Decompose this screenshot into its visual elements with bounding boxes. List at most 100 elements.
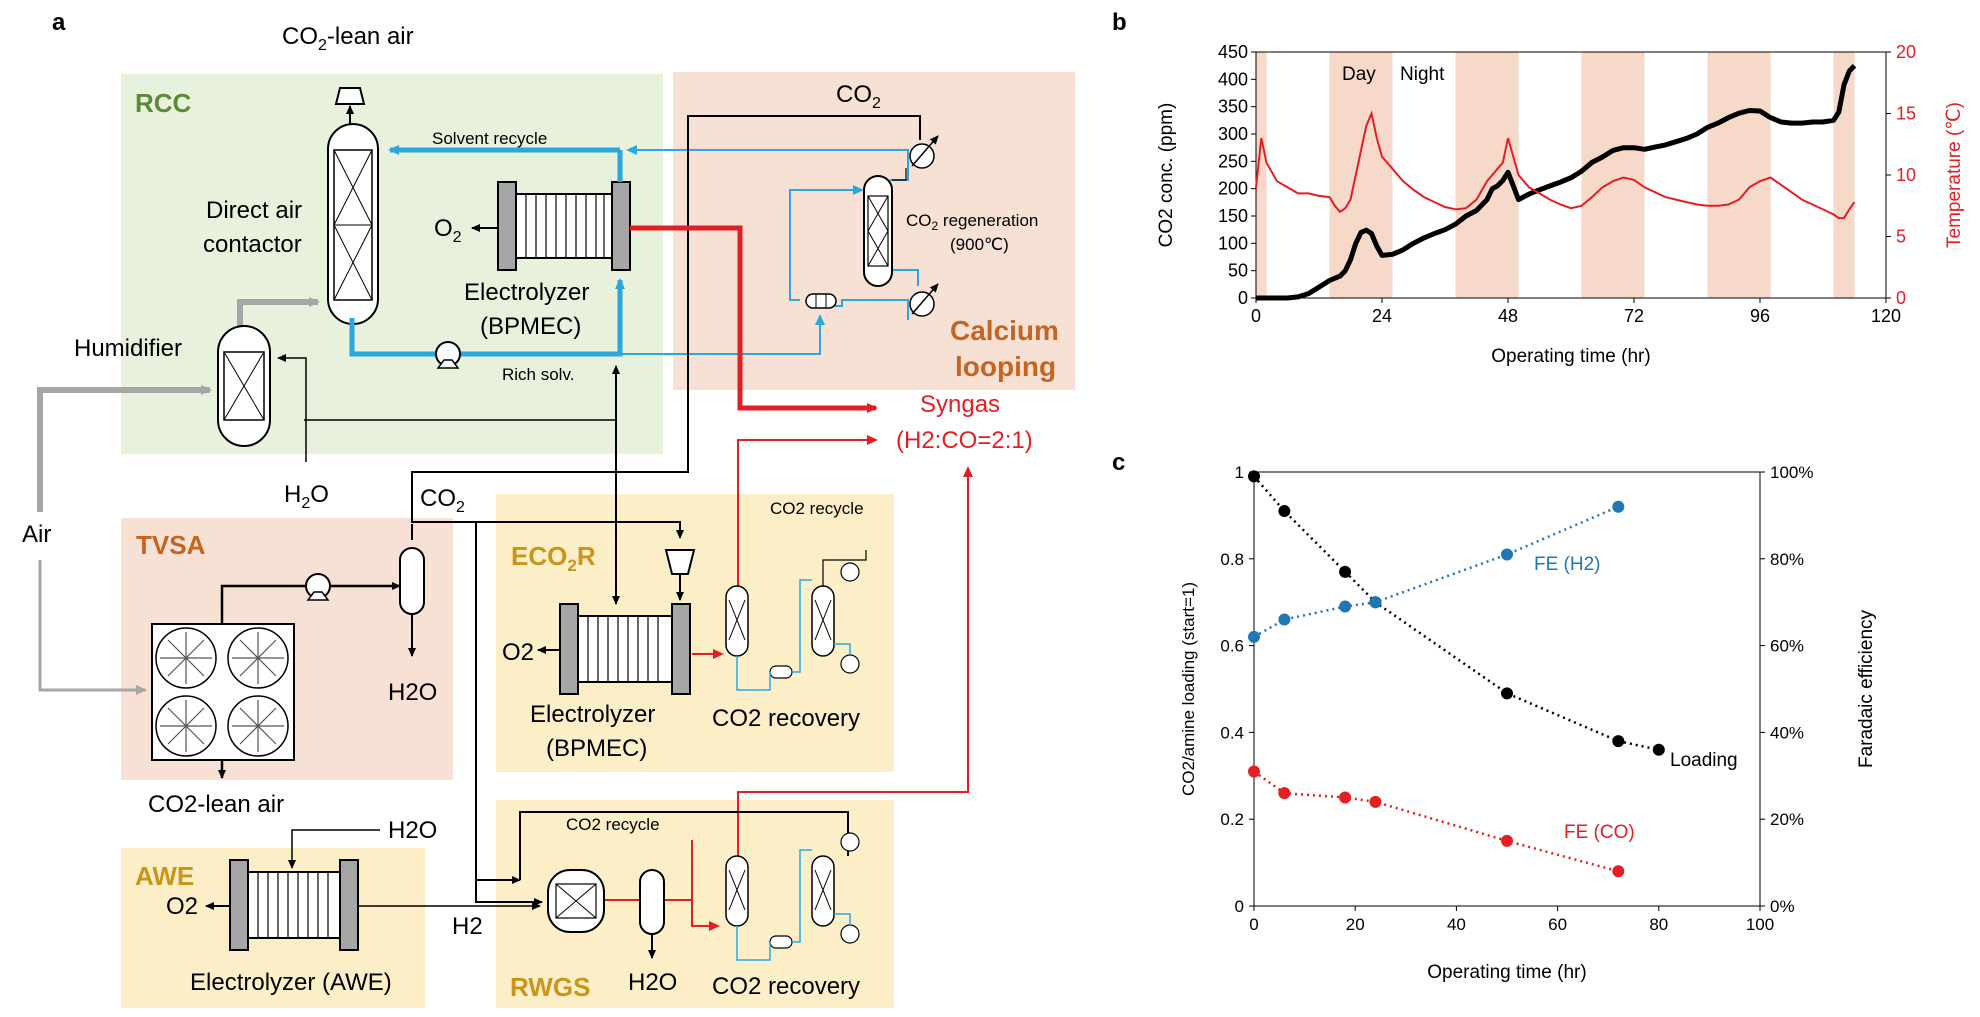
co2-recovery-rwgs-label: CO2 recovery (712, 973, 860, 1000)
co2-regen-label-1: CO2 regeneration (906, 211, 1038, 233)
day-band (1329, 52, 1393, 298)
syngas-label-2: (H2:CO=2:1) (896, 427, 1033, 454)
o2-rcc: O2 (434, 215, 462, 246)
tvsa-lines (218, 582, 416, 779)
pump-rcc-icon (435, 341, 461, 369)
x-tick-label: 0 (1249, 915, 1258, 934)
y-tick-label-right: 0 (1896, 288, 1906, 308)
o2-eco2r-label: O2 (502, 639, 534, 666)
x-tick-label: 0 (1251, 306, 1261, 326)
direct-air-label-2: contactor (203, 231, 302, 258)
temperature-line (1255, 110, 1856, 220)
fe-h2-point (1339, 600, 1352, 613)
co2-top-label: CO2 (836, 81, 881, 112)
electrolyzer-awe-label: Electrolyzer (AWE) (190, 969, 392, 996)
h2o-rwgs-label: H2O (628, 969, 677, 996)
panel-c-label: c (1112, 449, 1125, 476)
regenerator-icon (863, 175, 893, 287)
co2-recovery-eco2r-label: CO2 recovery (712, 705, 860, 732)
rwgs-reactor-icon (547, 869, 605, 933)
x-tick-label: 24 (1372, 306, 1392, 326)
h2o-tvsa-label: H2O (388, 679, 437, 706)
y-tick-label-left: 450 (1218, 42, 1248, 62)
calcium-label-2: looping (955, 351, 1056, 382)
solvent-recycle-label: Solvent recycle (432, 129, 547, 148)
syngas-label-1: Syngas (920, 391, 1000, 418)
humidifier-icon (217, 325, 271, 447)
electrolyzer-awe-icon (229, 859, 359, 951)
fe-co-point (1369, 795, 1382, 808)
electrolyzer-rcc-icon (497, 181, 631, 271)
electrolyzer-eco2r-icon (559, 603, 691, 695)
rcc-region (121, 74, 663, 454)
y-tick-label-left: 350 (1218, 97, 1248, 117)
y-tick-label-left: 50 (1228, 261, 1248, 281)
y-tick-label-left: 0 (1238, 288, 1248, 308)
y-tick-label-right: 15 (1896, 104, 1916, 124)
loading-point (1612, 735, 1625, 748)
y-tick-label-right: 10 (1896, 165, 1916, 185)
chart-c-series (1248, 470, 1665, 878)
x-tick-label: 72 (1624, 306, 1644, 326)
calcium-label-1: Calcium (950, 315, 1059, 346)
x-tick-label: 20 (1346, 915, 1365, 934)
day-band (1256, 52, 1267, 298)
y-tick-label-right: 5 (1896, 227, 1906, 247)
y-tick-label-right: 60% (1770, 637, 1804, 656)
eco2r-label: ECO2R (511, 541, 596, 575)
y-tick-label-left: 0 (1235, 897, 1244, 916)
x-tick-label: 100 (1746, 915, 1774, 934)
day-band (1581, 52, 1645, 298)
x-tick-label: 120 (1871, 306, 1901, 326)
y-tick-label-left: 0.8 (1220, 550, 1244, 569)
fe-co-point (1278, 787, 1291, 800)
day-band (1707, 52, 1771, 298)
loading-point (1278, 505, 1291, 518)
awe-label: AWE (135, 861, 194, 891)
loading-point (1501, 687, 1513, 700)
rwgs-label: RWGS (510, 972, 590, 1002)
fe-h2-point (1278, 613, 1291, 626)
electrolyzer-rcc-label-2: (BPMEC) (480, 313, 581, 340)
tvsa-label: TVSA (136, 530, 206, 560)
co2-lean-air-bottom: CO2-lean air (148, 791, 284, 818)
y-tick-label-left: 400 (1218, 69, 1248, 89)
chart-c-ylabel-left: CO2/amine loading (start=1) (1179, 582, 1198, 796)
chart-b-night-label: Night (1400, 64, 1445, 85)
chart-b-series (1255, 63, 1857, 301)
humidifier-label: Humidifier (74, 335, 182, 362)
fan-top-icon (334, 87, 366, 124)
y-tick-label-left: 0.6 (1220, 637, 1244, 656)
y-tick-label-left: 0.2 (1220, 810, 1244, 829)
h2o-humidifier: H2O (284, 481, 329, 512)
co2-recovery-rwgs-icon (725, 832, 860, 961)
chart-b-day-label: Day (1342, 64, 1376, 85)
y-tick-label-left: 300 (1218, 124, 1248, 144)
awe-lines (205, 829, 541, 910)
fe-h2-point (1248, 630, 1260, 643)
electrolyzer-eco2r-label-2: (BPMEC) (546, 735, 647, 762)
y-tick-label-right: 20 (1896, 42, 1916, 62)
y-tick-label-right: 80% (1770, 550, 1804, 569)
y-tick-label-right: 40% (1770, 723, 1804, 742)
electrolyzer-rcc-label-1: Electrolyzer (464, 279, 589, 306)
y-tick-label-left: 150 (1218, 206, 1248, 226)
pump-tvsa-icon (305, 573, 331, 601)
flash-drum-tvsa-icon (399, 547, 425, 615)
chart-b-day-bands (1256, 52, 1855, 298)
y-tick-label-right: 0% (1770, 897, 1795, 916)
reboiler-icon (909, 283, 939, 317)
rwgs-flash-drum-icon (639, 869, 665, 959)
y-tick-label-right: 100% (1770, 463, 1813, 482)
h2-label: H2 (452, 913, 483, 940)
air-label: Air (22, 521, 51, 548)
y-tick-label-left: 0.4 (1220, 723, 1244, 742)
co2-recycle-eco2r-label: CO2 recycle (770, 499, 864, 518)
h2o-awe-label: H2O (388, 817, 437, 844)
x-tick-label: 80 (1649, 915, 1668, 934)
fe-co-point (1501, 834, 1513, 847)
